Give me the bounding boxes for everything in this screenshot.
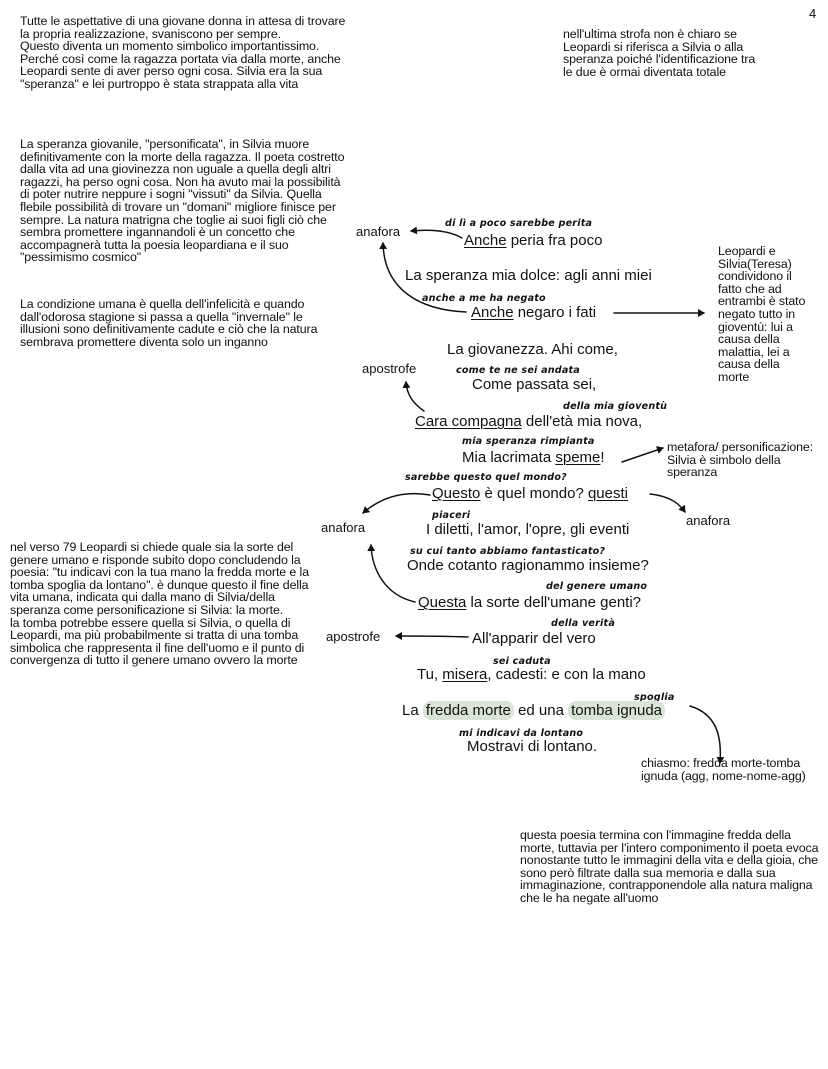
verse-line: La speranza mia dolce: agli anni miei	[405, 267, 652, 284]
right-note-leopardi: Leopardi e Silvia(Teresa) condividono il…	[718, 244, 806, 384]
verse-text: Mia lacrimata	[462, 449, 556, 466]
verse-line: Questa la sorte dell'umane genti?	[418, 594, 641, 611]
verse-text: ed una	[513, 702, 569, 719]
left-note-verso79: nel verso 79 Leopardi si chiede quale si…	[10, 541, 310, 667]
verse-text: dell'età mia nova,	[521, 413, 643, 430]
underlined-word: Anche	[471, 304, 514, 321]
underlined-word: Cara compagna	[415, 413, 522, 430]
gloss: mia speranza rimpianta	[462, 436, 595, 447]
verse-line: Come passata sei,	[472, 376, 597, 393]
underlined-word: Questo	[432, 485, 481, 502]
left-note-intro: Tutte le aspettative di una giovane donn…	[20, 15, 350, 91]
arrow	[621, 446, 664, 463]
apostrofe-label: apostrofe	[362, 361, 417, 376]
verse-line: Mia lacrimata speme!	[462, 449, 605, 466]
gloss: piaceri	[432, 510, 471, 521]
right-note-conclusion: questa poesia termina con l'immagine fre…	[520, 828, 819, 905]
gloss: della mia gioventù	[563, 401, 668, 412]
anafora-label: anafora	[321, 520, 366, 535]
gloss: sei caduta	[493, 656, 551, 667]
gloss: come te ne sei andata	[456, 365, 580, 376]
verse-text: è quel mondo?	[480, 485, 588, 502]
right-note-top: nell'ultima strofa non è chiaro se Leopa…	[563, 27, 756, 79]
gloss: della verità	[551, 618, 616, 629]
arrow	[395, 632, 469, 641]
verse-line: Anche negaro i fati	[471, 304, 596, 321]
arrow	[367, 544, 416, 603]
note-text: nel verso 79 Leopardi si chiede quale si…	[10, 540, 310, 617]
gloss: mi indicavi da lontano	[459, 728, 584, 739]
arrow	[649, 493, 686, 513]
underlined-word: misera	[442, 666, 488, 683]
underlined-word: speme	[555, 449, 601, 466]
highlighted-phrase: tomba ignuda	[568, 701, 666, 720]
verse-line: Onde cotanto ragionammo insieme?	[407, 557, 649, 574]
anafora-label: anafora	[686, 513, 731, 528]
note-text: la tomba potrebbe essere quella si Silvi…	[10, 615, 305, 668]
arrow	[379, 242, 467, 313]
arrow	[689, 705, 725, 764]
left-note-condizione: La condizione umana è quella dell'infeli…	[20, 297, 318, 349]
left-note-speranza: La speranza giovanile, "personificata", …	[20, 137, 345, 265]
verse-line: La giovanezza. Ahi come,	[447, 341, 618, 358]
verse-line: Questo è quel mondo? questi	[432, 485, 628, 502]
verse-line: Mostravi di lontano.	[467, 738, 598, 755]
verse-text: la sorte dell'umane genti?	[466, 594, 642, 611]
gloss: sarebbe questo quel mondo?	[405, 472, 567, 483]
anafora-label: anafora	[356, 224, 401, 239]
verse-text: peria fra poco	[506, 232, 603, 249]
verse-text: La	[402, 702, 423, 719]
right-note-chiasmo: chiasmo: fredda morte-tomba ignuda (agg,…	[641, 756, 806, 783]
verse-line: La fredda morte ed una tomba ignuda	[402, 701, 666, 720]
underlined-word: Anche	[464, 232, 507, 249]
verse-text: negaro i fati	[513, 304, 597, 321]
arrow	[402, 381, 425, 412]
arrow	[362, 493, 431, 514]
verse-line: Cara compagna dell'età mia nova,	[415, 413, 642, 430]
underlined-word: questi	[587, 485, 628, 502]
note-text: Questo diventa un momento simbolico impo…	[20, 39, 341, 91]
gloss: su cui tanto abbiamo fantasticato?	[410, 546, 606, 557]
gloss: del genere umano	[546, 581, 648, 592]
page-number: 4	[809, 6, 817, 21]
verse-text: , cadesti: e con la mano	[487, 666, 646, 683]
verse-text: Tu,	[417, 666, 443, 683]
gloss: spoglia	[634, 692, 675, 703]
verse-line: Tu, misera, cadesti: e con la mano	[417, 666, 646, 683]
underlined-word: Questa	[418, 594, 467, 611]
verse-line: Anche peria fra poco	[464, 232, 602, 249]
verse-text: !	[600, 449, 605, 466]
arrow	[410, 226, 463, 239]
highlighted-phrase: fredda morte	[422, 701, 514, 720]
apostrofe-label: apostrofe	[326, 629, 381, 644]
gloss: anche a me ha negato	[422, 293, 546, 304]
gloss: di lì a poco sarebbe perita	[445, 218, 593, 229]
verse-line: I diletti, l'amor, l'opre, gli eventi	[426, 521, 630, 538]
note-text: Tutte le aspettative di una giovane donn…	[20, 14, 346, 41]
right-note-metafora: metafora/ personificazione: Silvia è sim…	[667, 440, 814, 480]
verse-line: All'apparir del vero	[472, 630, 596, 647]
